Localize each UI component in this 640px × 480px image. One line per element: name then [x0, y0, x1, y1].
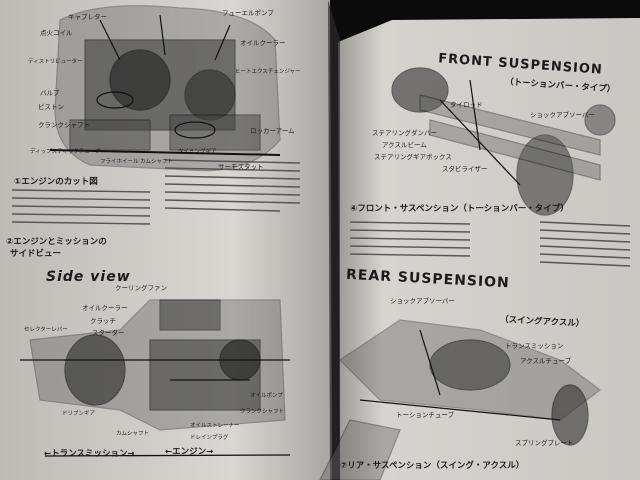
side-label-cam2: カムシャフト: [116, 431, 150, 437]
rear-caption: ⑦リア・サスペンション（スイング・アクスル）: [340, 461, 525, 471]
front-text-block: [349, 221, 631, 267]
side-view-illustration: [20, 299, 290, 431]
engine-label-heat: ヒートエクスチェンジャー: [235, 69, 301, 75]
engine-label-dist: 点火コイル: [40, 29, 73, 37]
rear-label-torsiontube: トーションチューブ: [396, 411, 454, 419]
side-view-divider-arrows: [44, 454, 291, 457]
engine-label-crank: クランクシャフト: [38, 121, 90, 129]
side-caption-2: サイドビュー: [10, 249, 62, 259]
rear-label-springplate: スプリングプレート: [515, 439, 574, 447]
engine-text-block: [11, 159, 301, 225]
side-label-crank2: クランクシャフト: [240, 409, 285, 415]
side-label-oilstrainer: オイルストレーナー: [190, 423, 240, 429]
rear-label-axletube: アクスルチューブ: [520, 357, 572, 365]
side-label-coolingfan: クーリングファン: [115, 284, 167, 292]
side-label-selector: セレクターレバー: [24, 327, 68, 333]
engine-label-fuelpump: フューエルポンプ: [222, 9, 274, 17]
front-label-shock: ショックアブソーバー: [530, 111, 595, 119]
rear-suspension-illustration: [319, 319, 601, 480]
front-label-damper: ステアリングダンパー: [372, 129, 437, 137]
engine-section-label: ←エンジン→: [165, 447, 214, 457]
engine-label-timing: タイミングギア: [178, 149, 217, 155]
engine-label-rocker: ロッカーアーム: [250, 127, 295, 135]
rear-label-trans: トランスミッション: [505, 342, 564, 350]
side-label-oilpump: オイルポンプ: [250, 393, 283, 399]
engine-label-dip: ディップスティックチューブ: [30, 149, 101, 155]
side-label-drainplug: ドレインプラグ: [190, 435, 229, 441]
side-view-title: Side view: [46, 269, 131, 285]
engine-caption: ①エンジンのカット図: [14, 177, 98, 187]
engine-label-oilcooler: オイルクーラー: [240, 39, 286, 47]
side-label-starter: スターター: [92, 329, 125, 337]
rear-label-shock: ショックアブソーバー: [390, 297, 455, 305]
side-caption-1: ②エンジンとミッションの: [6, 237, 107, 247]
engine-cutaway-illustration: [49, 5, 281, 172]
side-label-clutch: クラッチ: [90, 317, 116, 325]
engine-label-thermo: サーモスタット: [218, 163, 264, 171]
engine-label-valve: バルブ: [40, 89, 60, 97]
front-label-tierod: タイロッド: [450, 101, 483, 109]
right-page: [338, 18, 640, 480]
front-label-gearbox: ステアリングギアボックス: [374, 153, 452, 161]
engine-label-piston: ピストン: [38, 103, 64, 111]
front-caption: ④フロント・サスペンション（トーションバー・タイプ）: [350, 204, 569, 214]
front-label-stab: スタビライザー: [442, 165, 488, 173]
engine-label-camshaft: カムシャフト: [140, 159, 174, 165]
engine-label-carb: キャブレター: [68, 13, 107, 21]
front-label-axlebeam: アクスルビーム: [382, 141, 427, 149]
side-label-oilcooler: オイルクーラー: [82, 304, 128, 312]
book-gutter: [328, 0, 340, 480]
engine-label-dist2: ディストリビューター: [28, 59, 83, 65]
engine-label-flywheel: フライホイール: [100, 159, 139, 165]
side-label-distgear: ドリブンギア: [62, 411, 96, 417]
front-suspension-illustration: [391, 67, 616, 216]
trans-label: ←トランスミッション→: [44, 449, 135, 459]
